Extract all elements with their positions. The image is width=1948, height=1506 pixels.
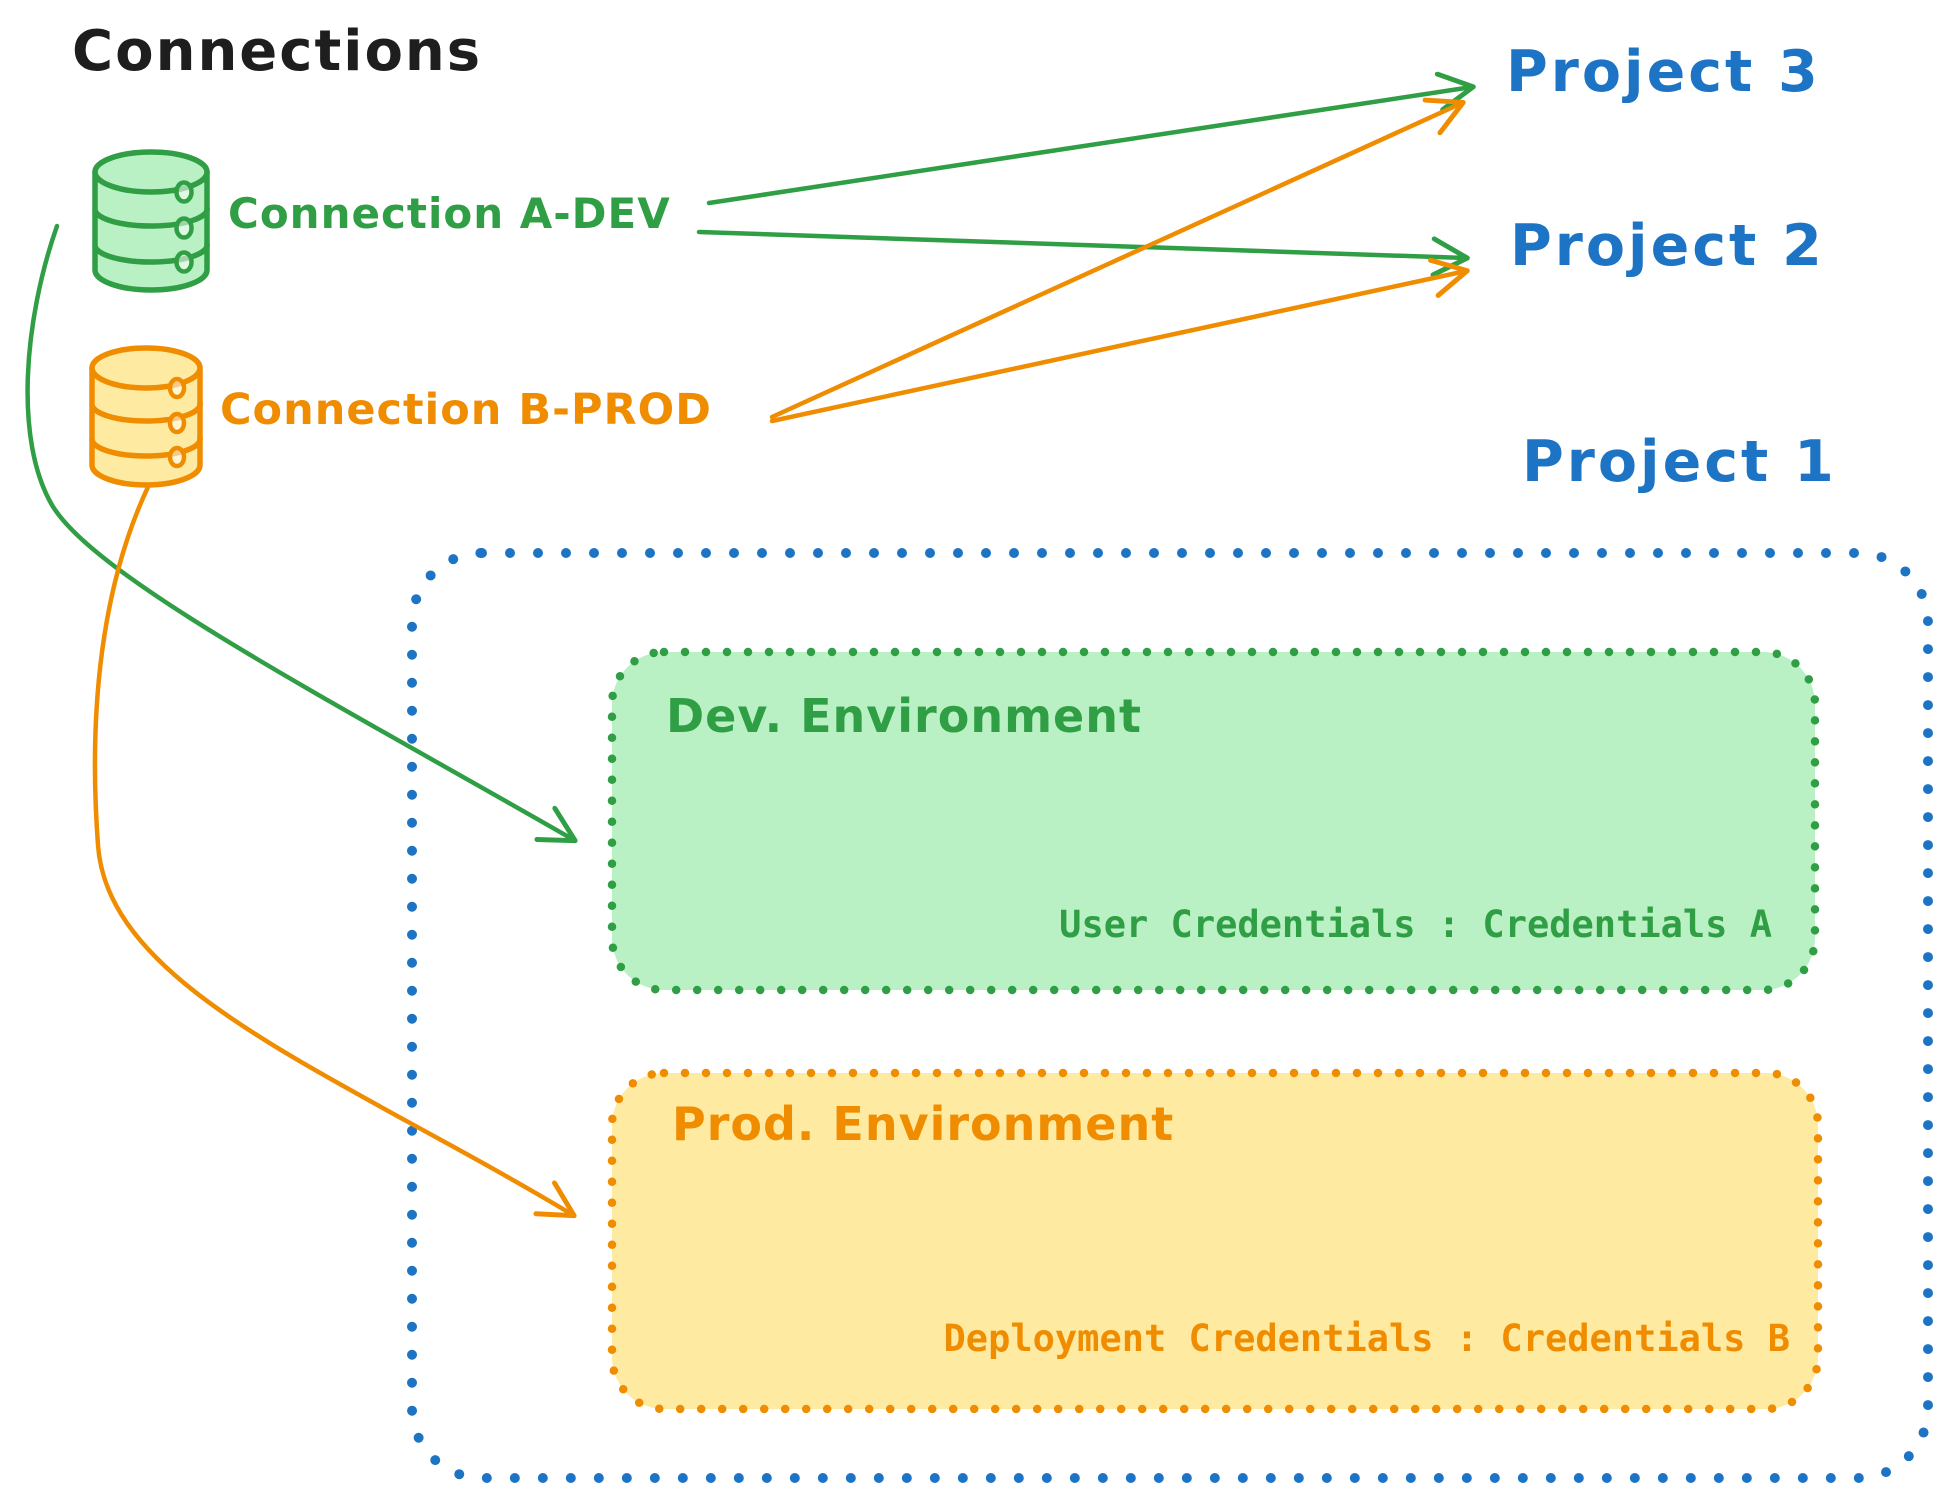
project-1-label: Project 1 [1522,429,1837,495]
prod-environment-box [607,1068,1823,1414]
dev-environment-title: Dev. Environment [666,689,1142,743]
database-icon-dev [92,149,210,293]
arrow-a-dev-to-project-3 [706,87,1472,206]
prod-environment-title: Prod. Environment [672,1097,1175,1151]
arrow-b-prod-to-prod-environment [92,484,573,1215]
prod-environment-credentials: Deployment Credentials : Credentials B [943,1317,1790,1360]
project-2-label: Project 2 [1510,213,1825,279]
project-3-label: Project 3 [1506,39,1821,105]
database-icon-prod [89,345,203,488]
diagram-title: Connections [72,19,483,84]
connection-a-dev-label: Connection A-DEV [228,189,671,238]
arrow-b-prod-to-project-3 [769,103,1462,420]
project-1-container-box [407,548,1933,1483]
dev-environment-box [607,647,1820,995]
arrow-b-prod-to-project-2 [769,271,1466,424]
arrow-a-dev-to-project-2 [696,229,1466,258]
arrow-a-dev-to-dev-environment [25,223,574,840]
dev-environment-credentials: User Credentials : Credentials A [1059,903,1772,946]
connection-b-prod-label: Connection B-PROD [220,385,712,435]
